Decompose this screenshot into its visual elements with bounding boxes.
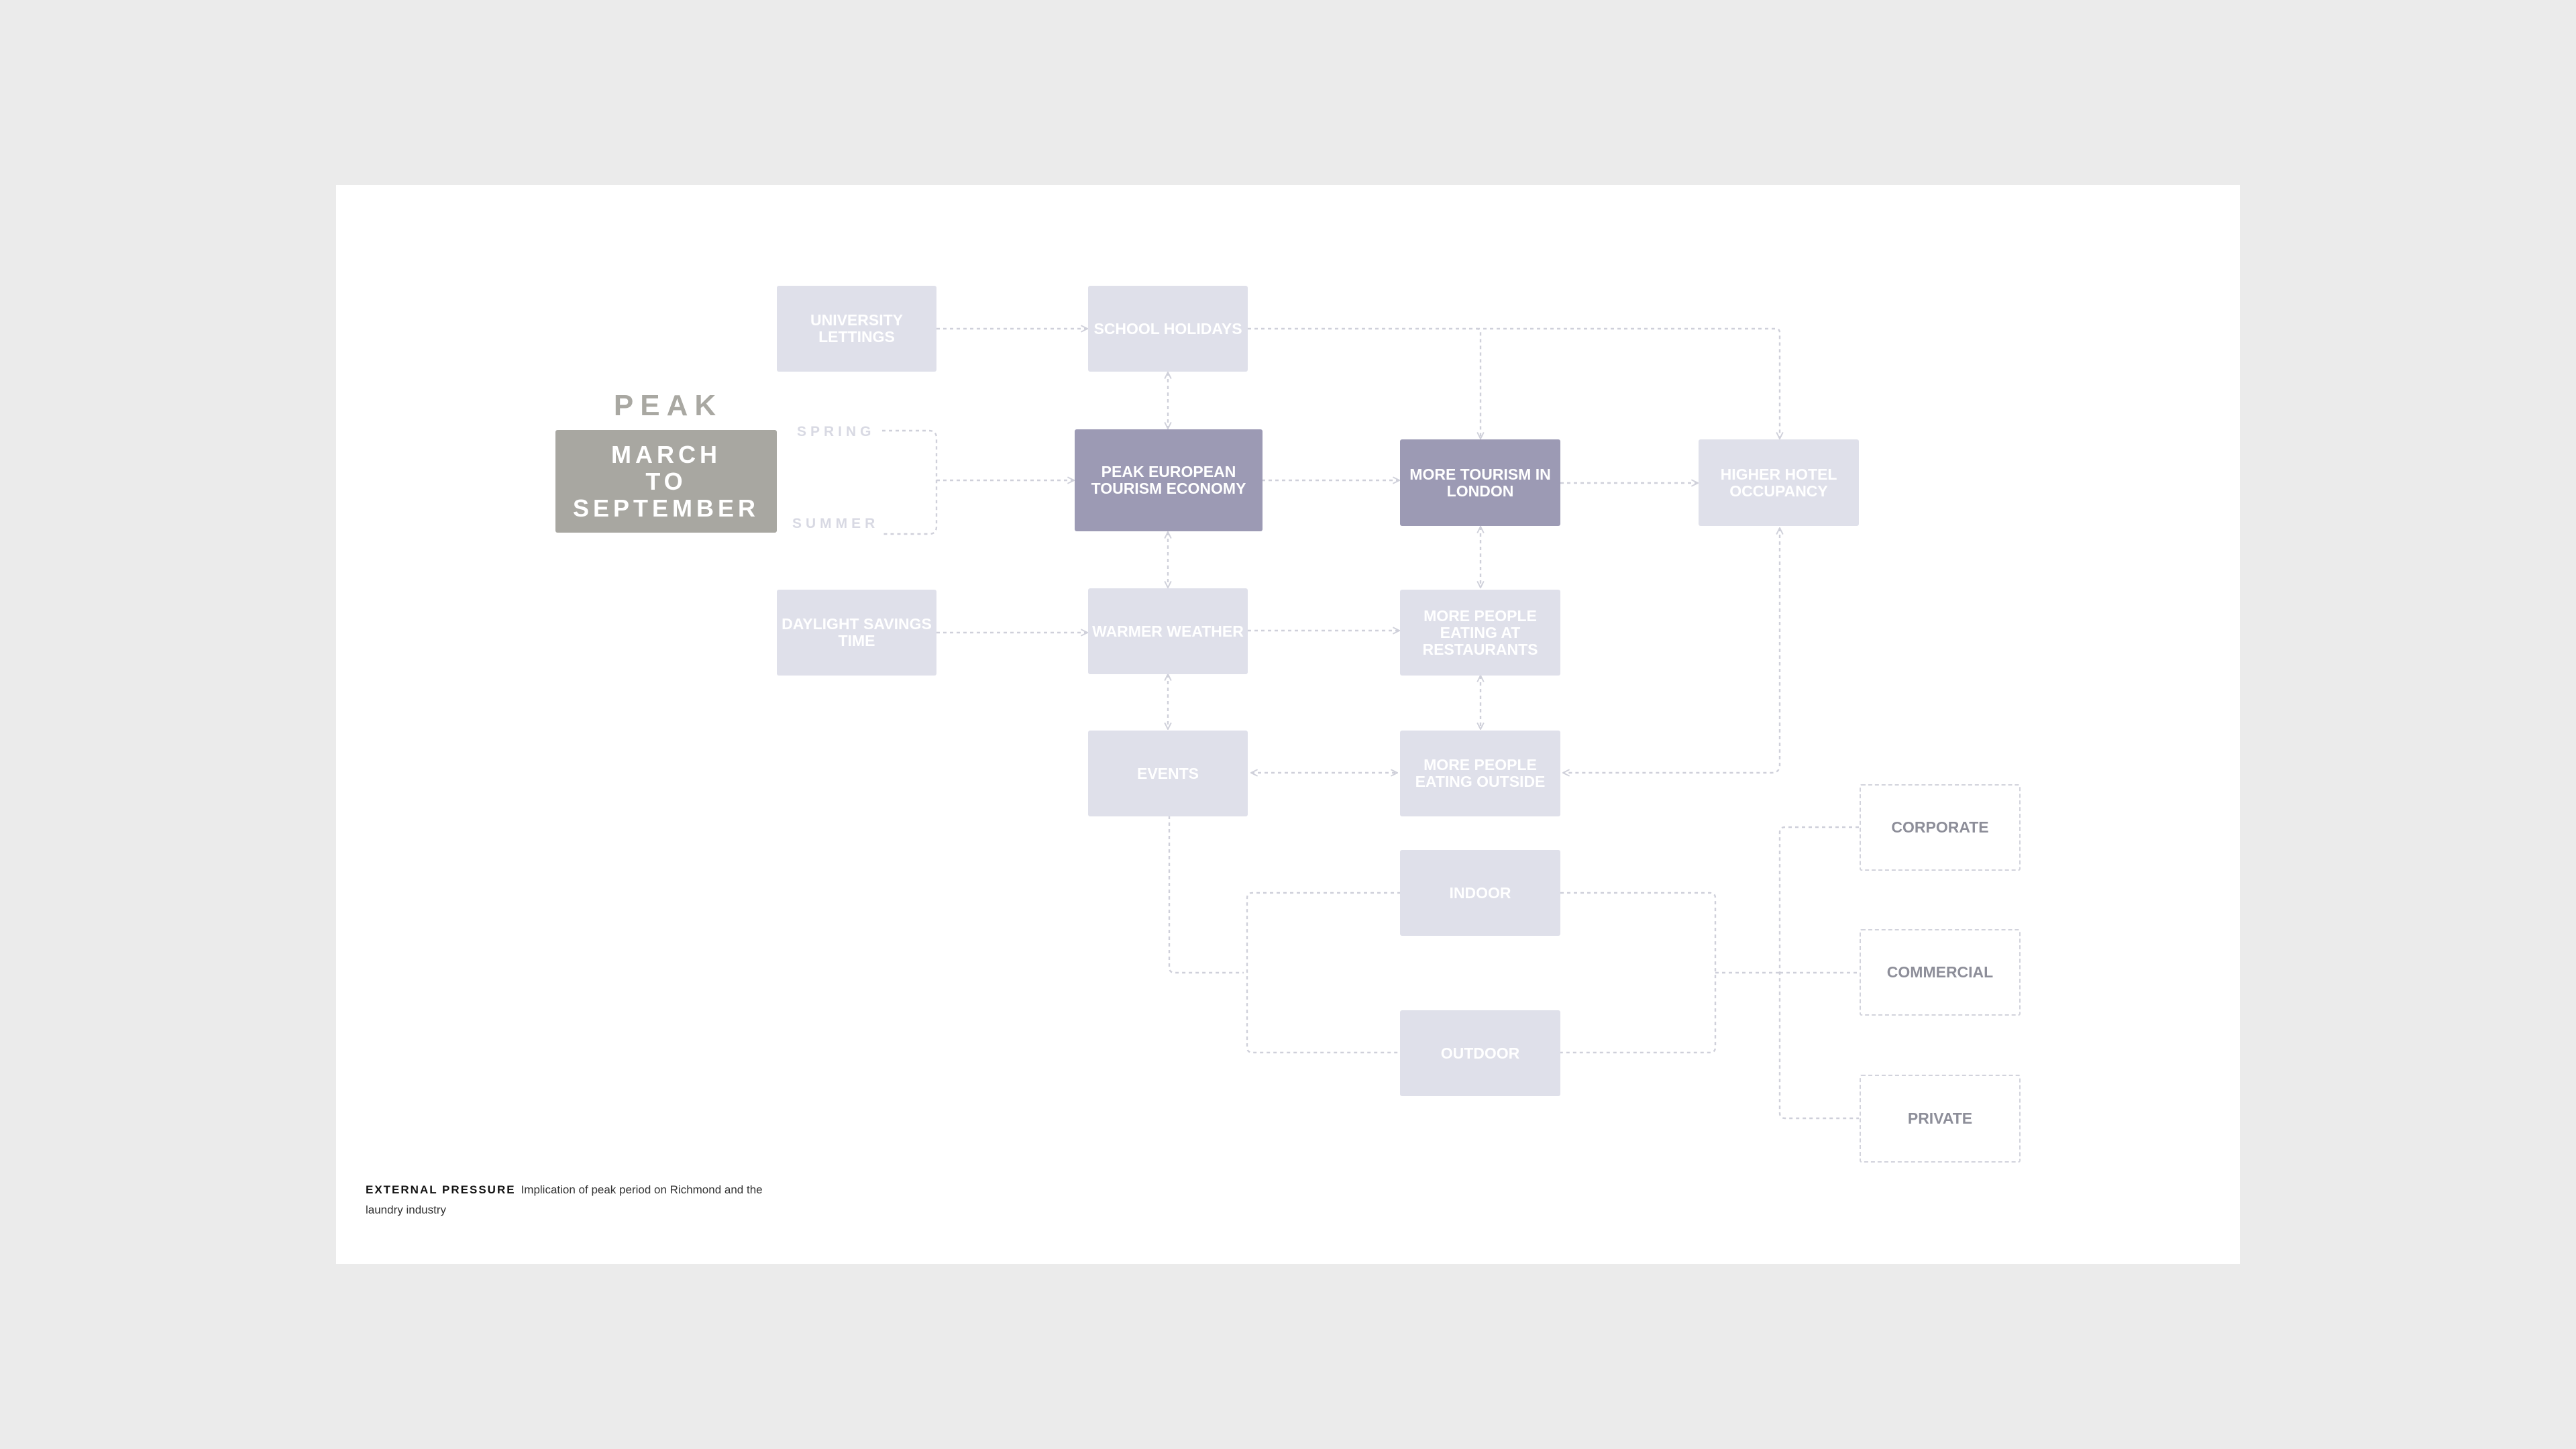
connector	[1248, 327, 1481, 439]
peak-period-line-3: SEPTEMBER	[572, 494, 760, 522]
node-eating-restaurants: MORE PEOPLE EATING AT RESTAURANTS	[1400, 590, 1560, 676]
connector	[1477, 327, 1780, 439]
node-private: PRIVATE	[1860, 1075, 2021, 1163]
node-indoor: INDOOR	[1400, 850, 1560, 936]
node-school-holidays: SCHOOL HOLIDAYS	[1088, 286, 1248, 372]
connector	[1168, 816, 1244, 974]
caption-text: Implication of peak period on Richmond a…	[366, 1183, 763, 1216]
season-summer: SUMMER	[792, 516, 879, 531]
connector	[1563, 528, 1780, 773]
season-spring: SPRING	[797, 424, 875, 439]
connector-lines	[882, 185, 1859, 1120]
node-university-lettings: UNIVERSITY LETTINGS	[777, 286, 936, 372]
node-corporate: CORPORATE	[1860, 784, 2021, 871]
node-higher-hotel-occupancy: HIGHER HOTEL OCCUPANCY	[1699, 439, 1859, 526]
node-daylight-savings: DAYLIGHT SAVINGS TIME	[777, 590, 936, 676]
node-more-tourism-london: MORE TOURISM IN LONDON	[1400, 439, 1560, 526]
peak-heading: PEAK	[613, 389, 723, 422]
connector	[1560, 892, 1717, 1054]
connector	[1246, 892, 1401, 1054]
peak-period-box: MARCH TO SEPTEMBER	[555, 430, 777, 533]
peak-period-line-2: TO	[645, 467, 687, 495]
node-commercial: COMMERCIAL	[1860, 929, 2021, 1016]
node-eating-outside: MORE PEOPLE EATING OUTSIDE	[1400, 731, 1560, 816]
node-outdoor: OUTDOOR	[1400, 1010, 1560, 1096]
caption-label: EXTERNAL PRESSURE	[366, 1183, 516, 1196]
node-peak-european-tourism: PEAK EUROPEAN TOURISM ECONOMY	[1075, 429, 1263, 531]
diagram-card: PEAK MARCH TO SEPTEMBER SPRING SUMMER UN…	[336, 185, 2240, 1264]
peak-period-line-1: MARCH	[611, 440, 721, 468]
node-events: EVENTS	[1088, 731, 1248, 816]
connector	[882, 429, 938, 535]
node-warmer-weather: WARMER WEATHER	[1088, 588, 1248, 674]
